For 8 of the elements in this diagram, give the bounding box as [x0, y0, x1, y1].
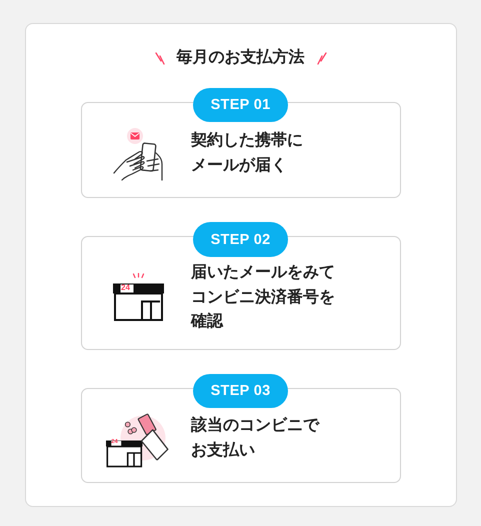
title: 毎月のお支払方法	[176, 48, 304, 68]
step-text: 契約した携帯にメールが届く	[191, 130, 304, 176]
step-text: 届いたメールをみてコンビニ決済番号を確認	[191, 263, 336, 332]
step-badge: STEP 03	[193, 374, 288, 408]
step-badge: STEP 01	[193, 88, 288, 122]
step-badge: STEP 02	[193, 222, 288, 257]
step-text: 該当のコンビニでお支払い	[191, 415, 321, 460]
sign-number: 24	[121, 284, 130, 292]
